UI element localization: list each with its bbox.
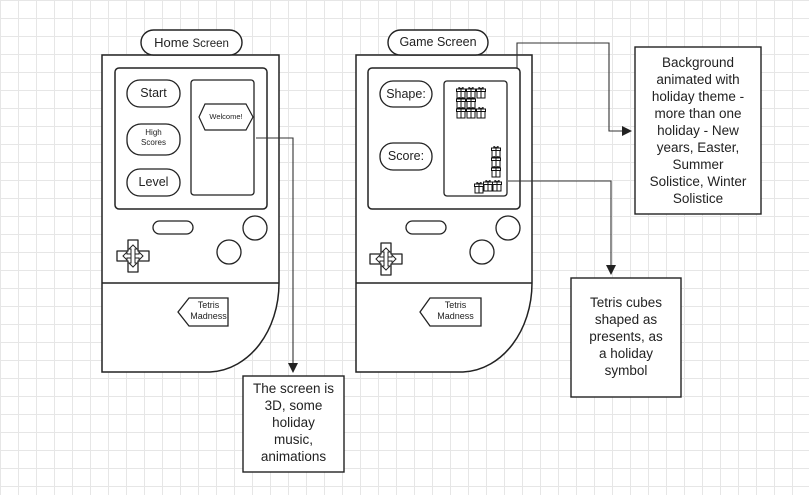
shape-pill (379, 80, 433, 108)
home-brand-label: Tetris Madness (190, 300, 227, 321)
shape-label: Shape: (386, 87, 426, 101)
brand-badge (419, 297, 482, 327)
cubes-note: Tetris cubes shaped as presents, as a ho… (589, 295, 663, 378)
game-device (355, 54, 533, 373)
score-label: Score: (387, 149, 425, 163)
welcome-label: Welcome! (209, 112, 243, 121)
start-button[interactable]: Start (140, 86, 167, 100)
screen-note-box (242, 375, 345, 473)
score-pill (379, 142, 433, 171)
home-title: Home Screen (154, 35, 229, 50)
game-brand-label: Tetris Madness (437, 300, 474, 321)
game-title-pill (387, 29, 489, 56)
level-button[interactable]: Level (138, 175, 169, 189)
background-note-box (634, 46, 762, 215)
select-button[interactable] (405, 220, 447, 235)
cubes-note-box (570, 277, 682, 398)
b-button[interactable] (216, 239, 242, 265)
brand-badge (177, 297, 229, 327)
cubes-connector (508, 180, 616, 275)
high-scores-button[interactable]: High Scores (141, 128, 166, 147)
background-connector (516, 42, 632, 136)
background-note: Background animated with holiday theme -… (649, 55, 747, 206)
high-scores-button-shape[interactable] (126, 123, 181, 156)
select-button[interactable] (152, 220, 194, 235)
screen-note: The screen is 3D, some holiday music, an… (252, 381, 335, 464)
level-button-shape[interactable] (126, 168, 181, 197)
welcome-hexagon (198, 103, 254, 131)
home-device (101, 54, 280, 373)
game-title: Game Screen (399, 35, 477, 49)
b-button[interactable] (469, 239, 495, 265)
a-button[interactable] (495, 215, 521, 241)
a-button[interactable] (242, 215, 268, 241)
screen-connector (256, 137, 298, 373)
start-button-shape[interactable] (126, 79, 181, 108)
welcome-panel (190, 79, 255, 196)
home-title-pill (140, 29, 243, 56)
